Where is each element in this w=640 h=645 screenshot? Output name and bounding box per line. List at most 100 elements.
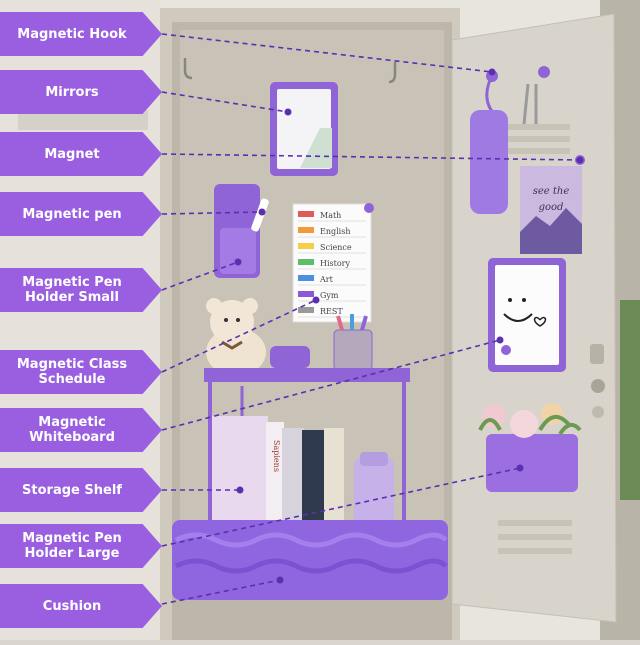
whiteboard-heart: [533, 316, 547, 327]
label-mirrors: Mirrors: [0, 70, 162, 114]
schedule-color-bar: [298, 259, 314, 265]
schedule-subject: REST: [320, 307, 343, 316]
schedule-subject: Gym: [320, 291, 339, 300]
label-whiteboard: Magnetic Whiteboard: [0, 408, 162, 452]
teddy-eye-left: [224, 318, 228, 322]
schedule-subject: Art: [319, 275, 334, 284]
water-bottle-cap: [360, 452, 388, 466]
callout-cushion: [161, 579, 281, 605]
left-vent: [18, 110, 148, 130]
door-vent-1: [500, 124, 570, 130]
teddy-ear-left: [206, 298, 222, 314]
callout-magnet: [161, 153, 581, 161]
label-text: Cushion: [42, 598, 102, 614]
dot-mirror: [284, 108, 292, 116]
door-hook-2: [538, 66, 550, 78]
callout-dots: [234, 68, 584, 584]
label-text: Storage Shelf: [22, 482, 122, 498]
teddy-bow: [221, 340, 243, 350]
door-vent-2: [500, 136, 570, 142]
label-text: Magnetic Pen Holder Small: [22, 275, 122, 305]
callout-hook: [161, 33, 493, 73]
marker-purple: [360, 315, 368, 331]
dot-shelf: [236, 486, 244, 494]
dot-pen-holder-large: [516, 464, 524, 472]
cushion-fur-1: [174, 532, 448, 548]
schedule-subject: English: [320, 227, 351, 236]
schedule-color-bar: [298, 243, 314, 249]
label-cushion: Cushion: [0, 584, 162, 628]
dot-schedule: [312, 296, 320, 304]
teddy-eye-right: [236, 318, 240, 322]
pen-holder-large: [486, 434, 578, 492]
label-pen-holder-large: Magnetic Pen Holder Large: [0, 524, 162, 568]
door-lock: [591, 379, 605, 393]
cushion-fur-2: [174, 558, 448, 574]
label-pen-holder-small: Magnetic Pen Holder Small: [0, 268, 162, 312]
door-keyhole: [592, 406, 604, 418]
label-text: Magnetic pen: [22, 206, 122, 222]
label-text: Magnetic Pen Holder Large: [22, 531, 122, 561]
cushion: [172, 520, 448, 600]
callout-schedule: [161, 299, 317, 373]
schedule-color-bar: [298, 307, 314, 313]
magnetic-pen-drawing: [251, 198, 269, 232]
label-text: Magnet: [44, 146, 100, 162]
teddy-head: [210, 300, 254, 344]
label-magnetic-pen: Magnetic pen: [0, 192, 162, 236]
callout-lines: [161, 33, 581, 605]
postcard-mountains: [520, 208, 582, 254]
label-text: Magnetic Hook: [17, 26, 127, 42]
label-text: Mirrors: [45, 84, 99, 100]
hook-right: [388, 62, 397, 84]
umbrella: [470, 110, 508, 214]
keys: [522, 83, 538, 125]
teddy-ear-right: [242, 298, 258, 314]
plant-background: [620, 300, 640, 500]
hook-left: [183, 58, 193, 80]
door-handle: [590, 344, 604, 364]
door-vent-3: [500, 148, 570, 154]
dot-whiteboard: [496, 336, 504, 344]
book-spine-title: Sapiens: [272, 440, 281, 472]
callout-pen-holder-small: [161, 261, 239, 291]
label-text: Magnetic Whiteboard: [29, 415, 115, 445]
door-vent-5: [498, 534, 572, 540]
dot-pen: [258, 208, 266, 216]
storage-shelf-top: [204, 368, 410, 382]
callout-pen-holder-large: [161, 467, 521, 547]
callout-mirror: [161, 91, 289, 113]
dot-cushion: [276, 576, 284, 584]
schedule-color-bar: [298, 227, 314, 233]
marker-pink: [336, 315, 344, 331]
postcard-line2: good: [539, 202, 564, 213]
schedule-subject: Science: [320, 243, 352, 252]
schedule-color-bar: [298, 291, 314, 297]
schedule-subject: History: [320, 259, 350, 268]
whiteboard-surface: [495, 265, 559, 365]
dot-pen-holder-small: [234, 258, 242, 266]
label-magnet: Magnet: [0, 132, 162, 176]
schedule-color-bar: [298, 211, 314, 217]
label-storage-shelf: Storage Shelf: [0, 468, 162, 512]
schedule-color-bar: [298, 275, 314, 281]
schedule-magnet: [364, 203, 374, 213]
flower-2: [510, 410, 538, 438]
smiley-eye-right: [522, 298, 526, 302]
smiley-eye-left: [508, 298, 512, 302]
postcard-line1: see the: [533, 186, 570, 197]
pen-cup: [333, 329, 373, 371]
schedule-subject: Math: [320, 211, 341, 220]
door-vent-6: [498, 548, 572, 554]
pen-holder-pocket: [220, 228, 256, 274]
door-vent-4: [498, 520, 572, 526]
dot-hook: [488, 68, 496, 76]
whiteboard-magnet: [501, 345, 511, 355]
callout-whiteboard: [161, 339, 501, 431]
mirror-reflection: [300, 128, 332, 168]
label-text: Magnetic Class Schedule: [16, 357, 128, 387]
smiley-mouth: [503, 313, 533, 322]
label-magnetic-hook: Magnetic Hook: [0, 12, 162, 56]
